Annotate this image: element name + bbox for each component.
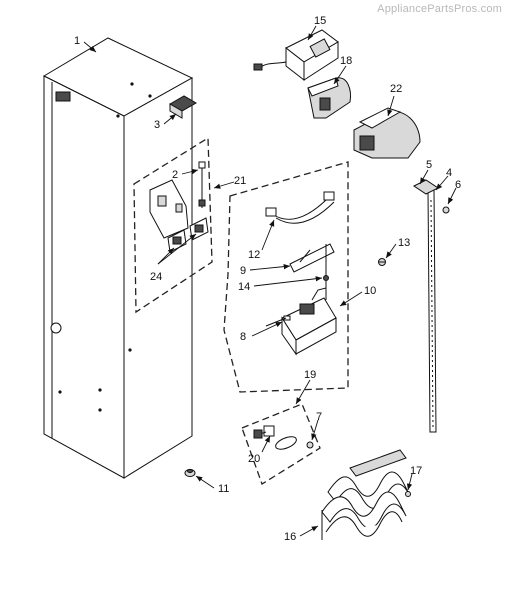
callout-17: 17: [410, 465, 422, 477]
evaporator: [321, 449, 411, 540]
light-bulbs: [167, 217, 209, 253]
callout-11: 11: [218, 483, 229, 495]
screw: [378, 258, 386, 266]
air-duct-large: [353, 107, 421, 159]
callout-18: 18: [340, 55, 352, 67]
callout-6: 6: [455, 179, 461, 191]
leader-lines: [83, 25, 457, 537]
cabinet-side: [123, 77, 193, 479]
thermistor: [323, 244, 329, 300]
callout-8: 8: [240, 331, 246, 343]
callout-19: 19: [304, 369, 316, 381]
callout-10: 10: [364, 285, 376, 297]
callout-9: 9: [240, 265, 246, 277]
callout-4: 4: [446, 167, 452, 179]
top-label: [55, 91, 71, 102]
callout-12: 12: [248, 249, 260, 261]
back-panel-bracket: [149, 161, 206, 239]
callout-3: 3: [154, 119, 160, 131]
damper-control: [253, 29, 339, 82]
watermark-text: AppliancePartsPros.com: [377, 3, 502, 15]
screw: [306, 441, 314, 449]
switch-group: [241, 403, 321, 485]
callout-13: 13: [398, 237, 410, 249]
callout-1: 1: [74, 35, 80, 47]
callout-5: 5: [426, 159, 432, 171]
callout-16: 16: [284, 531, 296, 543]
control-group: [223, 161, 349, 393]
callout-20: 20: [248, 453, 260, 465]
callout-labels: 1 2 3 4 5 6 7 8 9 10 11 12 13 14 15 16 1…: [74, 15, 461, 543]
callout-21: 21: [234, 175, 246, 187]
callout-14: 14: [238, 281, 250, 293]
air-duct-small: [307, 77, 351, 119]
back-panel-group: [133, 136, 213, 314]
screw: [184, 468, 196, 477]
temperature-control: [281, 287, 337, 356]
light-switch: [253, 425, 297, 450]
cabinet-front: [43, 75, 125, 479]
rail: [413, 179, 450, 433]
wire-harness: [265, 191, 335, 224]
callout-22: 22: [390, 83, 402, 95]
callout-2: 2: [172, 169, 178, 181]
cabinet: [42, 37, 197, 479]
callout-24: 24: [150, 271, 162, 283]
callout-15: 15: [314, 15, 326, 27]
bracket: [289, 243, 335, 273]
cabinet-hole: [50, 322, 62, 334]
callout-7: 7: [316, 411, 322, 423]
